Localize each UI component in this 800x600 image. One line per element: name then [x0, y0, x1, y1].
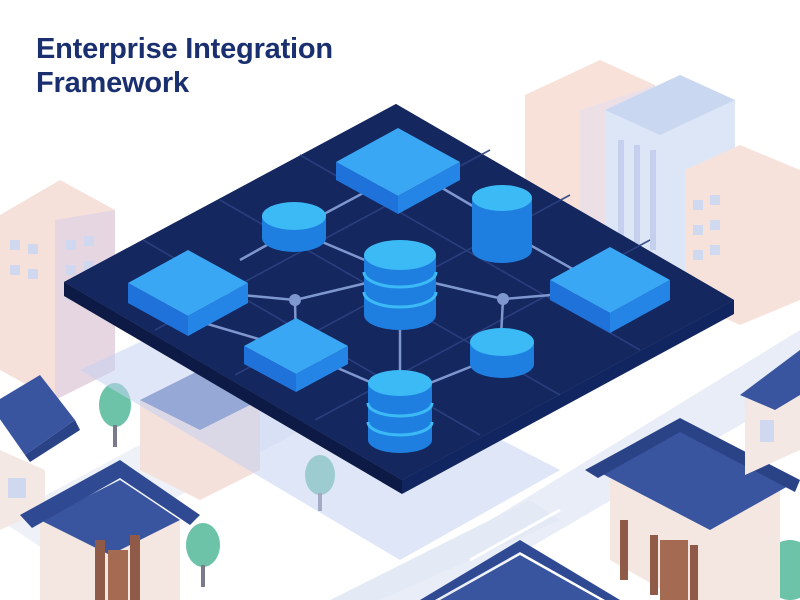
database-cylinder-icon [262, 202, 326, 252]
traditional-houses [0, 350, 800, 600]
hanok-left-bottom [20, 460, 200, 600]
title-line-1: Enterprise Integration [36, 33, 333, 65]
isometric-block-icon [550, 247, 670, 333]
building-right-low [685, 145, 800, 325]
database-cylinder-icon [472, 185, 532, 263]
database-cylinder-icon [362, 240, 438, 330]
junction-dot-icon [497, 293, 509, 305]
hanok-right-top [740, 350, 800, 475]
title-line-2: Framework [36, 67, 189, 99]
isometric-block-icon [244, 318, 348, 392]
isometric-block-icon [128, 250, 248, 336]
hanok-bottom-center [420, 540, 620, 600]
database-cylinder-icon [366, 370, 434, 453]
isometric-block-icon [336, 128, 460, 214]
hanok-right-mid [585, 418, 800, 600]
junction-dot-icon [289, 294, 301, 306]
page-title: Enterprise Integration Framework [36, 32, 333, 100]
database-cylinder-icon [470, 328, 534, 378]
tree-2 [186, 523, 220, 587]
